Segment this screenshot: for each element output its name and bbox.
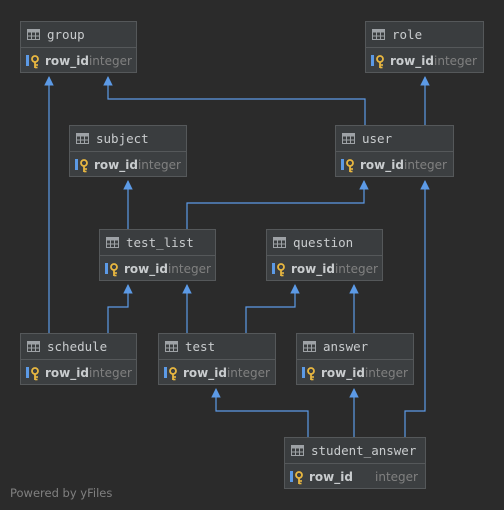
column-type: integer xyxy=(434,53,477,68)
primary-key-icon xyxy=(290,470,303,484)
table-icon xyxy=(27,29,40,40)
relation-student_answer-to-test xyxy=(211,388,309,437)
column-row[interactable]: row_id integer xyxy=(285,464,425,489)
table-name: schedule xyxy=(47,339,108,354)
table-name: group xyxy=(47,27,85,42)
table-icon xyxy=(372,29,385,40)
table-icon xyxy=(273,237,286,248)
relation-test_list-to-user xyxy=(186,180,369,229)
primary-key-icon xyxy=(75,158,88,172)
column-name: row_id xyxy=(291,261,335,276)
table-header[interactable]: group xyxy=(21,22,136,48)
column-name: row_id xyxy=(124,261,168,276)
column-type: integer xyxy=(226,365,270,380)
table-icon xyxy=(165,341,178,352)
table-icon xyxy=(303,341,316,352)
table-name: test xyxy=(185,339,216,354)
column-name: row_id xyxy=(309,469,353,484)
table-name: student_answer xyxy=(311,443,417,458)
primary-key-icon xyxy=(26,366,39,380)
table-icon xyxy=(106,237,119,248)
column-type: integer xyxy=(375,469,418,484)
column-type: integer xyxy=(364,365,408,380)
primary-key-icon xyxy=(272,262,285,276)
relation-user-to-group xyxy=(103,76,366,125)
column-type: integer xyxy=(88,365,132,380)
table-icon xyxy=(76,133,89,144)
primary-key-icon xyxy=(164,366,177,380)
primary-key-icon xyxy=(302,366,315,380)
table-name: role xyxy=(392,27,423,42)
table-name: user xyxy=(362,131,393,146)
table-header[interactable]: test_list xyxy=(100,230,215,256)
column-type: integer xyxy=(167,261,211,276)
table-header[interactable]: answer xyxy=(297,334,413,360)
table-name: test_list xyxy=(126,235,194,250)
column-type: integer xyxy=(404,157,447,172)
table-header[interactable]: test xyxy=(159,334,275,360)
column-name: row_id xyxy=(360,157,404,172)
primary-key-icon xyxy=(105,262,118,276)
table-name: subject xyxy=(96,131,149,146)
powered-by-label: Powered by yFiles xyxy=(10,486,113,500)
table-icon xyxy=(342,133,355,144)
column-type: integer xyxy=(334,261,378,276)
relation-student_answer-to-user xyxy=(404,180,430,437)
relation-test-to-question xyxy=(245,284,300,333)
primary-key-icon xyxy=(341,158,354,172)
table-header[interactable]: role xyxy=(366,22,483,48)
table-header[interactable]: user xyxy=(336,126,453,152)
column-name: row_id xyxy=(183,365,227,380)
table-student_answer[interactable]: student_answer row_id integer xyxy=(284,437,426,489)
primary-key-icon xyxy=(26,54,39,68)
table-name: question xyxy=(293,235,354,250)
table-icon xyxy=(291,445,304,456)
table-header[interactable]: schedule xyxy=(21,334,136,360)
table-header[interactable]: subject xyxy=(70,126,186,152)
table-header[interactable]: question xyxy=(267,230,382,256)
column-type: integer xyxy=(137,157,181,172)
table-name: answer xyxy=(323,339,369,354)
table-header[interactable]: student_answer xyxy=(285,438,425,464)
primary-key-icon xyxy=(371,54,384,68)
column-type: integer xyxy=(88,53,132,68)
column-name: row_id xyxy=(45,365,89,380)
column-name: row_id xyxy=(94,157,138,172)
relation-schedule-to-test_list xyxy=(107,284,133,333)
column-name: row_id xyxy=(45,53,89,68)
column-name: row_id xyxy=(321,365,365,380)
table-icon xyxy=(27,341,40,352)
column-name: row_id xyxy=(390,53,434,68)
